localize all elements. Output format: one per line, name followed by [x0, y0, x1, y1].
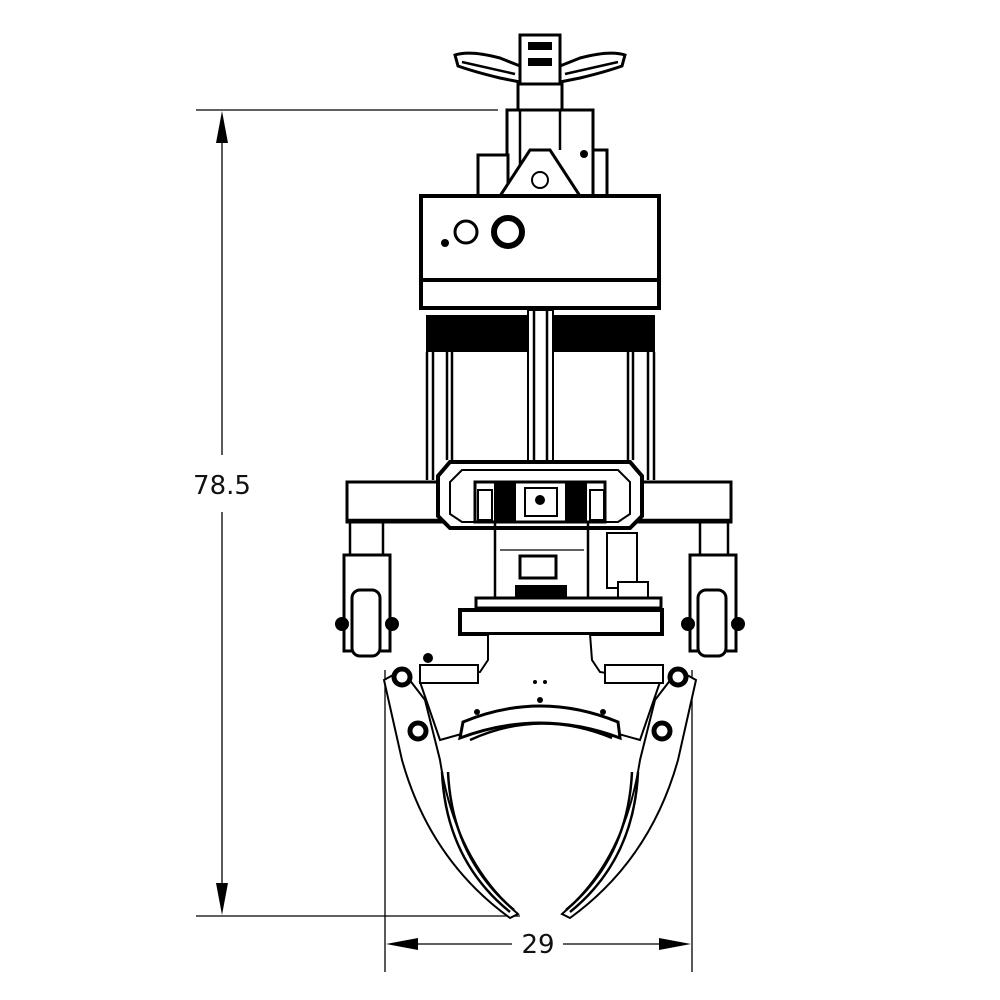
carriage-plate: [458, 596, 664, 636]
right-gripper-jaw: [560, 666, 698, 920]
motor-carriage: [473, 480, 649, 603]
mast-assembly: [425, 309, 656, 480]
arrowhead-left-icon: [386, 938, 418, 950]
height-dimension-label: 78.5: [193, 471, 251, 501]
left-gripper-jaw: [382, 666, 520, 920]
height-dimension: 78.5: [193, 109, 520, 917]
width-dimension-label: 29: [521, 930, 554, 960]
arrowhead-right-icon: [659, 938, 691, 950]
steering-column: [476, 108, 609, 199]
arrowhead-down-icon: [216, 883, 228, 915]
width-dimension: 29: [384, 670, 693, 972]
left-caster: [335, 522, 399, 658]
right-caster: [681, 522, 745, 658]
arrowhead-up-icon: [216, 111, 228, 143]
gripper-head: [418, 633, 664, 742]
control-box: [419, 194, 661, 310]
steering-handle: [453, 33, 627, 112]
key-switch-icon: [491, 215, 525, 249]
indicator-light-icon: [453, 219, 479, 245]
